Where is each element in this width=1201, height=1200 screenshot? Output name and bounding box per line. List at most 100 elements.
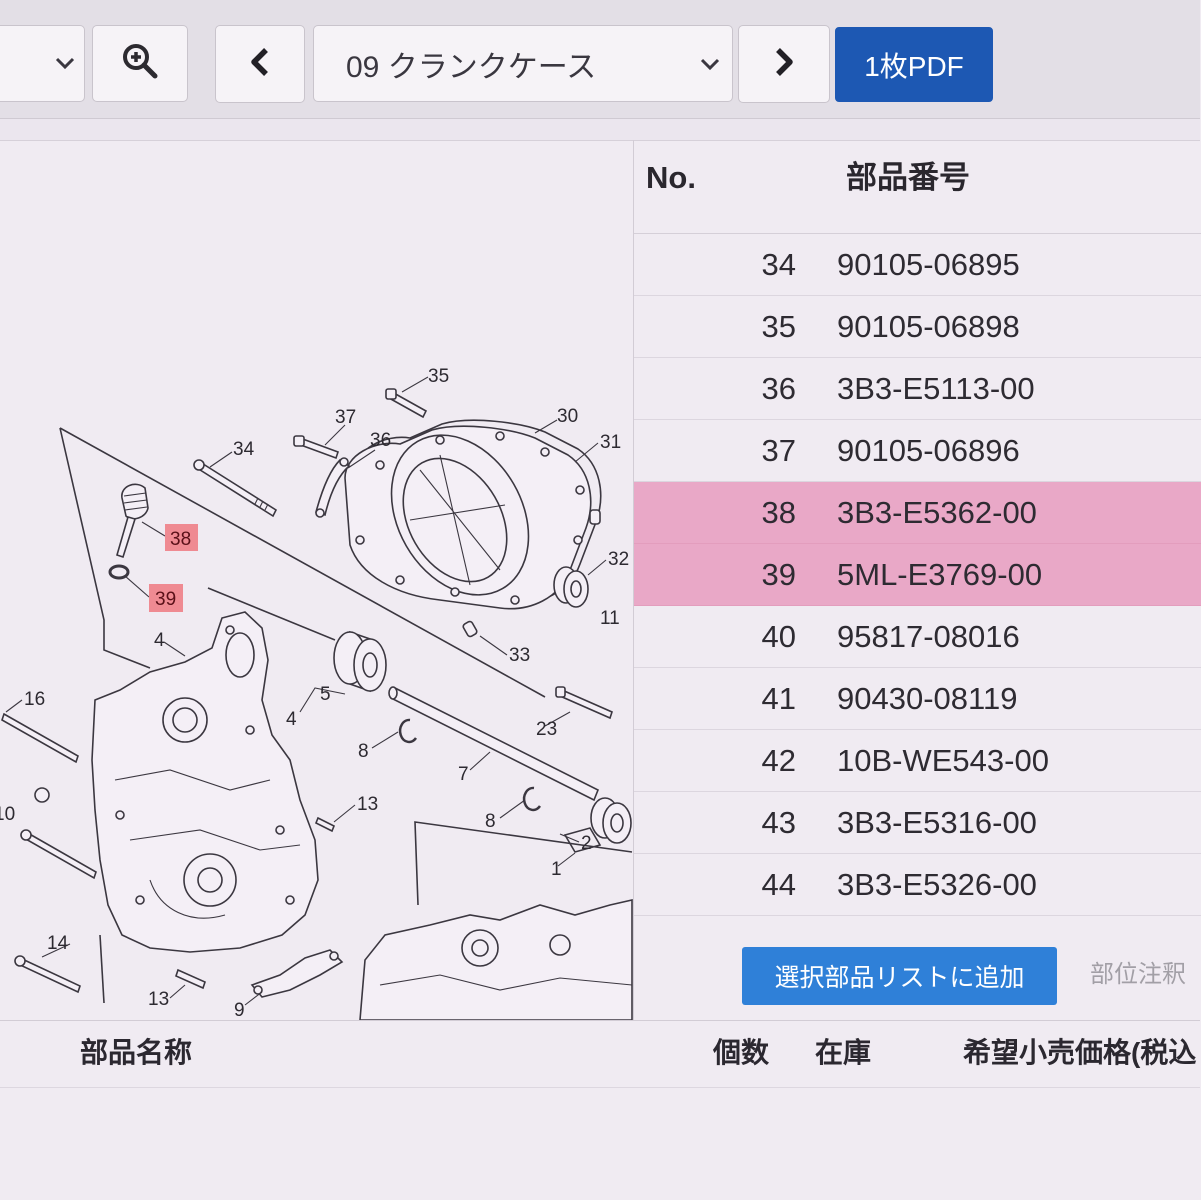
row-number: 36 [761, 371, 796, 406]
callout-label[interactable]: 23 [536, 719, 557, 740]
callout-label-highlighted[interactable]: 38 [165, 524, 198, 551]
annotation-tab[interactable]: 部位注釈 [1090, 961, 1186, 988]
callout-label[interactable]: 37 [335, 407, 356, 428]
column-header-price: 希望小売価格(税込 [963, 1037, 1197, 1068]
callout-label[interactable]: 36 [370, 430, 391, 451]
row-part-number: 3B3-E5326-00 [837, 867, 1037, 902]
pdf-button[interactable]: 1枚PDF [835, 27, 993, 102]
column-header-stock: 在庫 [815, 1037, 872, 1068]
callout-label[interactable]: 4 [286, 709, 297, 730]
crankcase-right-part-1[interactable] [359, 898, 633, 1021]
bolt-part-10[interactable] [20, 787, 97, 880]
callout-label[interactable]: 2 [581, 833, 592, 854]
o-ring-part-39[interactable] [108, 564, 130, 580]
callout-label[interactable]: 1 [551, 859, 562, 880]
callout-label[interactable]: 16 [24, 689, 45, 710]
bearing-part-5[interactable] [333, 630, 387, 693]
bolt-part-37[interactable] [293, 435, 340, 460]
svg-text:31: 31 [600, 432, 621, 453]
crankcase-cover-part-30[interactable] [344, 410, 601, 638]
svg-text:35: 35 [428, 366, 449, 387]
column-header-part-number[interactable]: 部品番号 [846, 160, 970, 195]
svg-text:33: 33 [509, 645, 530, 666]
svg-text:9: 9 [234, 1000, 245, 1021]
callout-label[interactable]: 7 [458, 764, 469, 785]
row-number: 37 [761, 433, 796, 468]
callout-label[interactable]: 34 [233, 439, 255, 460]
column-header-part-name: 部品名称 [80, 1037, 193, 1068]
svg-text:2: 2 [581, 833, 592, 854]
bolt-part-34[interactable] [193, 459, 278, 518]
row-part-number: 90430-08119 [837, 681, 1018, 716]
next-section-button[interactable] [738, 25, 830, 103]
zoom-button[interactable] [92, 25, 188, 102]
bearing-lower-right[interactable] [590, 797, 632, 844]
callout-label[interactable]: 8 [358, 741, 369, 762]
row-part-number: 90105-06898 [837, 309, 1020, 344]
callout-label[interactable]: 13 [357, 794, 378, 815]
callout-label[interactable]: 11 [600, 608, 620, 629]
svg-text:13: 13 [357, 794, 378, 815]
bracket-part-9[interactable] [250, 949, 344, 998]
circlip-part-8[interactable] [398, 718, 542, 812]
callout-label[interactable]: 4 [154, 630, 165, 651]
svg-text:8: 8 [485, 811, 496, 832]
callout-label[interactable]: 14 [47, 933, 69, 954]
callout-label-highlighted[interactable]: 39 [149, 584, 183, 612]
bolt-part-35[interactable] [385, 388, 428, 419]
callout-label[interactable]: 5 [320, 684, 331, 705]
callout-label[interactable]: 9 [234, 1000, 245, 1021]
callout-label[interactable]: 30 [557, 406, 578, 427]
prev-section-button[interactable] [215, 25, 305, 103]
crankcase-left-part-4[interactable] [91, 611, 319, 953]
add-to-list-button[interactable]: 選択部品リストに追加 [742, 947, 1057, 1005]
callout-label[interactable]: 35 [428, 366, 449, 387]
row-number: 34 [761, 247, 796, 282]
svg-text:39: 39 [155, 589, 176, 610]
bolt-part-14[interactable] [14, 955, 81, 994]
svg-text:30: 30 [557, 406, 578, 427]
svg-text:4: 4 [154, 630, 165, 651]
row-number: 44 [761, 867, 796, 902]
bearing-part-32[interactable] [553, 566, 589, 608]
part-2-outline [563, 827, 602, 853]
row-number: 40 [761, 619, 796, 654]
callout-label[interactable]: 8 [485, 811, 496, 832]
bolt-part-16[interactable] [1, 712, 79, 764]
model-select[interactable] [0, 25, 85, 102]
row-part-number: 3B3-E5113-00 [837, 371, 1035, 406]
callout-label[interactable]: 33 [509, 645, 530, 666]
callout-label[interactable]: 10 [0, 804, 15, 825]
bolt-part-13[interactable] [175, 816, 336, 990]
column-header-no[interactable]: No. [646, 160, 696, 195]
row-number: 43 [761, 805, 796, 840]
exploded-diagram[interactable]: 35 37 36 30 31 34 38 39 32 11 4 5 4 33 2… [0, 140, 633, 1021]
frame-lines [59, 427, 633, 1004]
row-part-number: 10B-WE543-00 [837, 743, 1049, 778]
svg-text:16: 16 [24, 689, 45, 710]
callout-label[interactable]: 13 [148, 989, 169, 1010]
bolt-part-23[interactable] [555, 686, 613, 720]
table-row[interactable]: 44 3B3-E5326-00 [634, 854, 1201, 916]
table-row[interactable]: 36 3B3-E5113-00 [634, 358, 1201, 420]
dipstick-part-38[interactable] [116, 483, 149, 559]
table-header: No. 部品番号 [634, 140, 1201, 234]
callout-label[interactable]: 32 [608, 549, 629, 570]
section-select[interactable]: 09 クランクケース [313, 25, 733, 102]
svg-text:38: 38 [170, 529, 191, 550]
bracket-part-36[interactable] [315, 457, 351, 518]
shaft-part-7[interactable] [388, 686, 600, 802]
svg-text:37: 37 [335, 407, 356, 428]
callout-label[interactable]: 31 [600, 432, 621, 453]
